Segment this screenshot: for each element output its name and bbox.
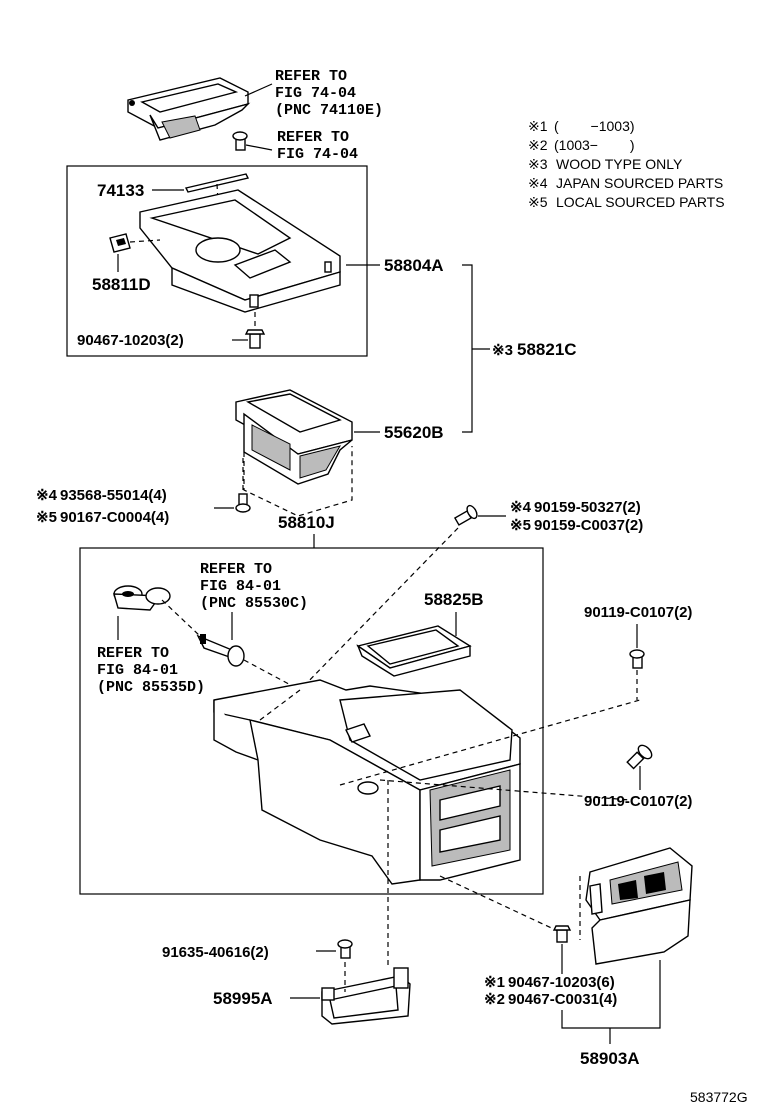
- screw-90159-part: [453, 504, 478, 526]
- clip-90467-rear-part: [552, 925, 572, 943]
- clip-58811D-part: [109, 233, 131, 253]
- note-5-mark: ※5: [528, 194, 548, 210]
- note-5-text: LOCAL SOURCED PARTS: [556, 194, 725, 210]
- label-93568-55014: 93568-55014(4): [60, 487, 167, 504]
- panel-assembly-box: [66, 165, 368, 357]
- ref-socket-upper-line1: REFER TO: [200, 561, 272, 578]
- note-2-mark: ※2: [528, 137, 548, 153]
- note-3-text: WOOD TYPE ONLY: [556, 156, 683, 172]
- notes-legend: ※1 ( −1003) ※2 (1003− ) ※3 WOOD TYPE ONL…: [528, 118, 725, 210]
- shift-panel-58804A-part: [139, 189, 341, 313]
- bolt-93568-part: [235, 493, 251, 513]
- label-90467-C0031-mark: ※2: [484, 991, 505, 1008]
- ref-socket-lower-line1: REFER TO: [97, 645, 169, 662]
- label-58811D: 58811D: [92, 275, 151, 294]
- label-90467-10203-6-mark: ※1: [484, 974, 505, 991]
- bolt-91635-part: [337, 939, 353, 959]
- console-assembly-box: [79, 547, 544, 895]
- ref-top-tray-line1: REFER TO: [275, 68, 347, 85]
- ref-socket-upper: REFER TO FIG 84-01 (PNC 85530C): [200, 561, 308, 612]
- ref-top-tray-line3: (PNC 74110E): [275, 102, 383, 119]
- label-58810J: 58810J: [278, 513, 335, 532]
- console-body-58810J-part: [213, 679, 521, 885]
- label-90119-C0107-a: 90119-C0107(2): [584, 604, 692, 621]
- rear-vent-58903A-part: [585, 847, 693, 965]
- ref-top-screw: REFER TO FIG 74-04: [277, 129, 358, 163]
- bolt-90119-b-part: [626, 744, 653, 770]
- label-55620B: 55620B: [384, 423, 444, 442]
- ref-top-tray-line2: FIG 74-04: [275, 85, 356, 102]
- label-90467-10203-2: 90467-10203(2): [77, 332, 184, 349]
- label-90467-10203-6: 90467-10203(6): [508, 974, 615, 991]
- ref-top-tray: REFER TO FIG 74-04 (PNC 74110E): [275, 68, 383, 119]
- note-3-mark: ※3: [528, 156, 548, 172]
- label-90167-mark: ※5: [36, 509, 57, 526]
- ref-socket-lower-line2: FIG 84-01: [97, 662, 178, 679]
- note-4-mark: ※4: [528, 175, 548, 191]
- note-1-text: ( −1003): [554, 118, 635, 134]
- ref-socket-lower-line3: (PNC 85535D): [97, 679, 205, 696]
- label-90159-50327: 90159-50327(2): [534, 499, 641, 516]
- label-93568-mark: ※4: [36, 487, 58, 504]
- bolt-90119-a-part: [629, 649, 645, 669]
- note-4-text: JAPAN SOURCED PARTS: [556, 175, 723, 191]
- bracket-58995A-part: [321, 967, 411, 1025]
- label-90119-C0107-b: 90119-C0107(2): [584, 793, 692, 810]
- label-90159-50327-mark: ※4: [510, 499, 532, 516]
- label-58804A: 58804A: [384, 256, 444, 275]
- label-58995A: 58995A: [213, 989, 273, 1008]
- clip-90467-10203-part: [244, 329, 266, 349]
- label-91635-40616: 91635-40616(2): [162, 944, 269, 961]
- socket-upper-part: [113, 585, 171, 611]
- top-screw-part: [232, 131, 248, 151]
- label-58903A: 58903A: [580, 1049, 640, 1068]
- box-55620B-part: [235, 389, 353, 485]
- label-90167-C0004: 90167-C0004(4): [60, 509, 169, 526]
- label-74133: 74133: [97, 181, 144, 200]
- drawing-number: 583772G: [690, 1089, 748, 1105]
- strip-74133-part: [184, 173, 250, 193]
- socket-lower-part: [196, 634, 245, 667]
- ref-top-screw-line1: REFER TO: [277, 129, 349, 146]
- ref-top-screw-line2: FIG 74-04: [277, 146, 358, 163]
- tray-58825B-part: [356, 625, 472, 677]
- top-tray-part: [127, 77, 251, 141]
- ref-socket-upper-line3: (PNC 85530C): [200, 595, 308, 612]
- label-58825B: 58825B: [424, 590, 484, 609]
- label-58821C-mark: ※3: [492, 342, 513, 359]
- ref-socket-upper-line2: FIG 84-01: [200, 578, 281, 595]
- label-58821C: 58821C: [517, 340, 577, 359]
- note-1-mark: ※1: [528, 118, 548, 134]
- label-90159-C0037-mark: ※5: [510, 517, 531, 534]
- bracket-58821C: [462, 264, 473, 433]
- label-90159-C0037: 90159-C0037(2): [534, 517, 643, 534]
- note-2-text: (1003− ): [554, 137, 635, 153]
- label-90467-C0031: 90467-C0031(4): [508, 991, 617, 1008]
- ref-socket-lower: REFER TO FIG 84-01 (PNC 85535D): [97, 645, 205, 696]
